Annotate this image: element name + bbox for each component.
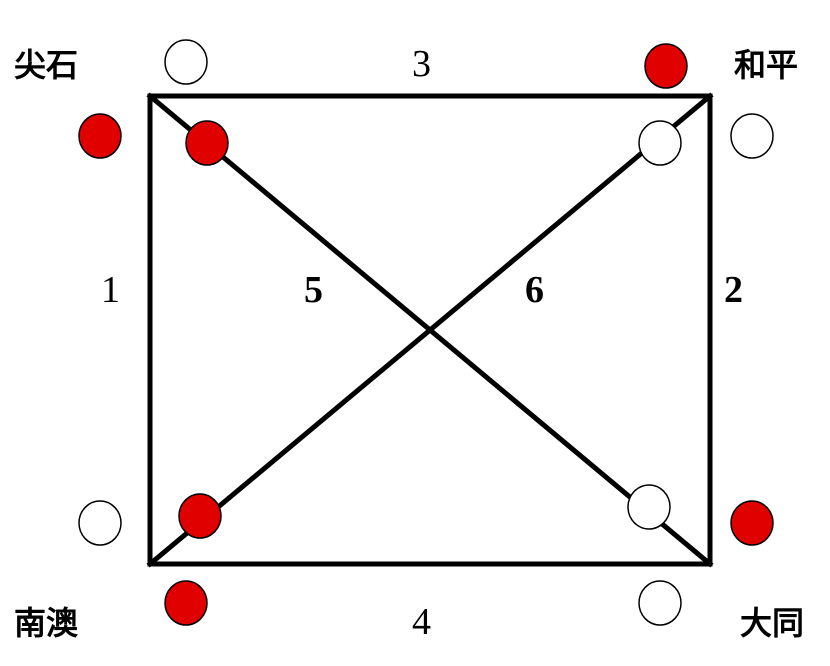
place-label-top-left: 尖石 [14,46,78,84]
marker-bottom-right-outer-bottom [638,580,682,626]
edge-label-left: 1 [101,269,120,311]
marker-bottom-left-outer-bottom [164,580,208,626]
marker-bottom-left-inner [178,493,222,539]
marker-top-left-inner [185,120,229,166]
place-label-bottom-right: 大同 [740,604,804,642]
edge-label-bottom: 4 [412,601,431,643]
edge-line-diagonal-b [146,92,714,568]
edge-label-diagonal-a: 5 [304,269,323,311]
edge-label-diagonal-b: 6 [525,269,544,311]
edge-label-right: 2 [724,269,743,311]
marker-bottom-left-outer-left [78,500,122,546]
marker-top-right-outer-right [730,113,774,159]
place-label-bottom-left: 南澳 [14,604,79,642]
marker-bottom-right-inner [627,484,671,530]
marker-top-right-inner [638,120,682,166]
edge-label-top: 3 [412,43,431,85]
marker-top-left-outer-top [164,39,208,85]
marker-top-left-outer-left [78,113,122,159]
place-label-top-right: 和平 [734,46,798,84]
marker-top-right-outer-top [644,43,688,89]
marker-bottom-right-outer-right [730,500,774,546]
